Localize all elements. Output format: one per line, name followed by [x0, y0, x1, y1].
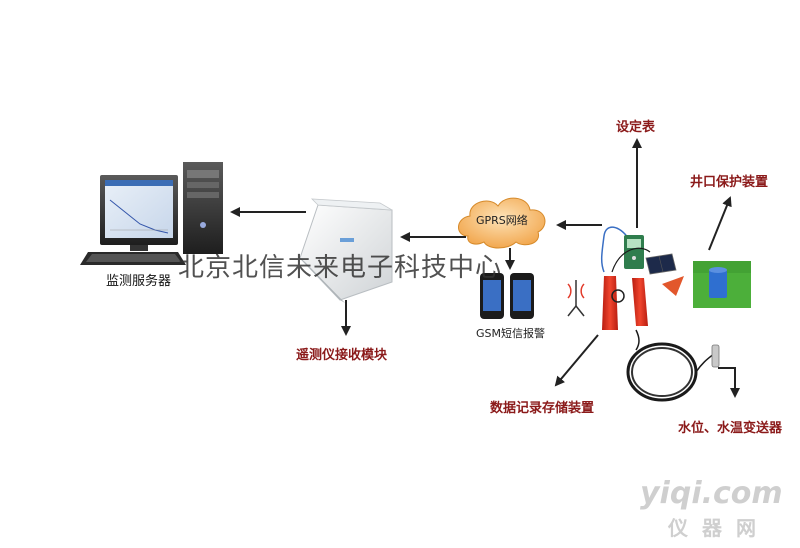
receiver-module-icon: [299, 198, 393, 303]
settings-meter-icon: [600, 226, 644, 273]
sensor-label: 水位、水温变送器: [678, 421, 783, 436]
gsm-label: GSM短信报警: [476, 327, 545, 340]
solar-panel-icon: [645, 253, 684, 296]
site-watermark: yiqi.com: [640, 476, 783, 511]
site-watermark-sub: 仪器网: [668, 516, 770, 540]
settings-meter-label: 设定表: [616, 120, 656, 135]
arrow-to-sensor: [718, 367, 740, 398]
arrow-to-data-logger: [554, 334, 599, 387]
gprs-label: GPRS网络: [476, 214, 528, 227]
company-watermark: 北京北信未来电子科技中心: [178, 253, 503, 283]
well-protection-icon: [693, 261, 751, 308]
receiver-label: 遥测仪接收模块: [296, 348, 388, 363]
arrow-to-well-protection: [708, 196, 732, 251]
data-logger-label: 数据记录存储装置: [490, 401, 595, 416]
well-protection-label: 井口保护装置: [690, 175, 769, 190]
server-label: 监测服务器: [106, 274, 172, 289]
data-logger-icon: [602, 247, 651, 330]
computer-icon: [80, 162, 223, 265]
gprs-cloud-icon: [458, 197, 546, 249]
pressure-sensor-icon: [626, 329, 720, 402]
antenna-icon: [567, 280, 585, 317]
phone-icon: [480, 273, 534, 319]
flow-arrows: [230, 138, 740, 398]
